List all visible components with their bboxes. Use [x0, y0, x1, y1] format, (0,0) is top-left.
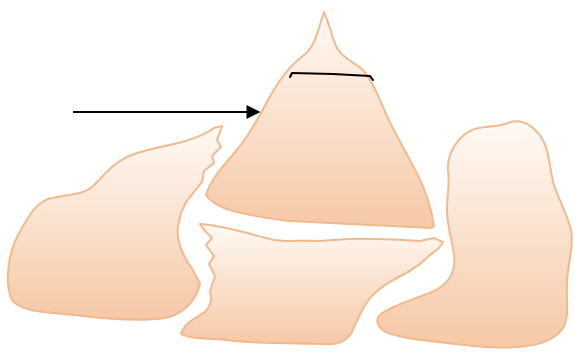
left-fragment: [8, 126, 222, 320]
top-triangular-fragment: [206, 12, 434, 228]
